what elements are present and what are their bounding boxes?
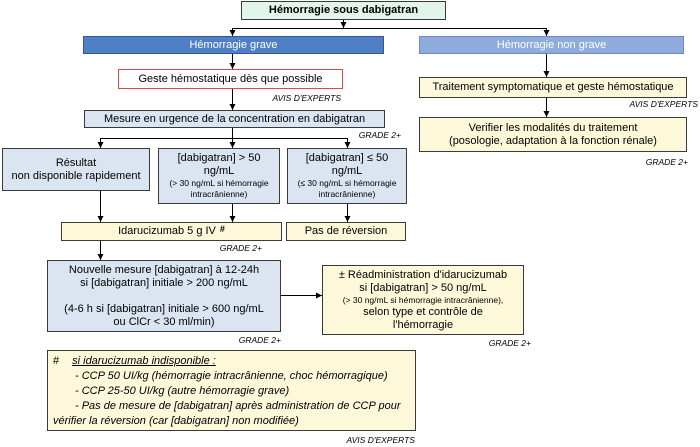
node-line: Verifier les modalités du traitement [468,121,638,134]
footnote-mark: # [219,224,225,234]
node-hemorragie-non-grave: Hémorragie non grave [419,36,684,54]
node-line: ng/mL [331,165,363,177]
node-line: ou ClCr < 30 ml/min) [113,315,215,328]
node-note: (> 30 ng/mL si hémorragie intracrânienne… [342,294,504,305]
node-line: (posologie, adaptation à la fonction rén… [449,134,657,147]
evidence-label-idarucizumab: GRADE 2+ [219,243,262,253]
node-traitement-symptomatique: Traitement symptomatique et geste hémost… [419,77,687,98]
node-line: ± Réadministration d'idarucizumab [338,268,508,281]
node-line: (4-6 h si [dabigatran] initiale > 600 ng… [64,302,264,315]
node-label: Idarucizumab 5 g IV [118,225,216,237]
node-line: [dabigatran] > 50 [177,152,261,164]
footnote-line: - CCP 25-50 UI/kg (autre hémorragie grav… [75,385,290,397]
evidence-label-traitement: AVIS D'EXPERTS [629,99,698,109]
node-line: l'hémorragie [392,318,454,331]
evidence-label-footnote: AVIS D'EXPERTS [346,435,415,445]
node-label: Hémorragie grave [189,38,278,51]
node-label: Mesure en urgence de la concentration en… [103,112,366,125]
node-dabigatran-superieur-50: [dabigatran] > 50 ng/mL (> 30 ng/mL si h… [158,148,280,204]
node-idarucizumab: Idarucizumab 5 g IV # [61,222,282,241]
node-hemorragie-sous-dabigatran: Hémorragie sous dabigatran [241,1,446,20]
node-hemorragie-grave: Hémorragie grave [83,36,384,54]
node-label: Traitement symptomatique et geste hémost… [432,81,674,93]
footnote-heading-line: # si idarucizumab indisponible : [48,354,415,369]
footnote-line: - CCP 50 UI/kg (hémorragie intracrânienn… [75,370,388,382]
node-line: Résultat [55,156,97,169]
node-line: ng/mL [203,165,235,177]
node-geste-hemostatique: Geste hémostatique dès que possible [118,69,343,89]
node-line: selon type et contrôle de [363,305,483,318]
evidence-label-verifier: GRADE 2+ [645,157,688,167]
node-label: Hémorragie sous dabigatran [268,4,419,16]
footnote-box: # si idarucizumab indisponible : - CCP 50… [47,350,416,431]
footnote-heading: si idarucizumab indisponible : [72,355,216,367]
node-mesure-concentration: Mesure en urgence de la concentration en… [84,110,385,128]
node-note: intracrânienne) [190,189,248,199]
footnote-line: - Pas de mesure de [dabigatran] après ad… [75,400,401,412]
evidence-label-nouvelle-mesure: GRADE 2+ [238,335,281,345]
footnote-mark: # [53,355,60,367]
node-note: (> 30 ng/mL si hémorragie [169,178,269,188]
node-nouvelle-mesure: Nouvelle mesure [dabigatran] à 12-24h si… [47,260,281,332]
node-note: intracrânienne) [318,189,376,199]
evidence-label-mesure: GRADE 2+ [358,130,401,140]
node-note: (≤ 30 ng/mL si hémorragie [297,178,397,188]
node-line: Nouvelle mesure [dabigatran] à 12-24h [68,263,260,276]
evidence-label-readministration: GRADE 2+ [488,338,531,348]
node-line: [dabigatran] ≤ 50 [305,152,389,164]
node-readministration: ± Réadministration d'idarucizumab si [da… [322,265,524,335]
node-dabigatran-inferieur-50: [dabigatran] ≤ 50 ng/mL (≤ 30 ng/mL si h… [287,148,407,204]
node-verifier-modalites: Verifier les modalités du traitement (po… [419,117,687,152]
node-line: non disponible rapidement [11,169,141,182]
node-resultat-non-disponible: Résultat non disponible rapidement [2,148,150,191]
node-label: Hémorragie non grave [496,38,607,51]
node-line: si [dabigatran] initiale > 200 ng/mL [80,276,248,289]
node-label: Pas de réversion [304,225,388,237]
evidence-label-geste: AVIS D'EXPERTS [272,93,341,103]
node-pas-de-reversion: Pas de réversion [286,222,406,241]
footnote-line: vérifier la réversion (car [dabigatran] … [53,415,299,427]
node-label: Geste hémostatique dès que possible [138,72,323,85]
node-line: si [dabigatran] > 50 ng/mL [359,281,487,294]
